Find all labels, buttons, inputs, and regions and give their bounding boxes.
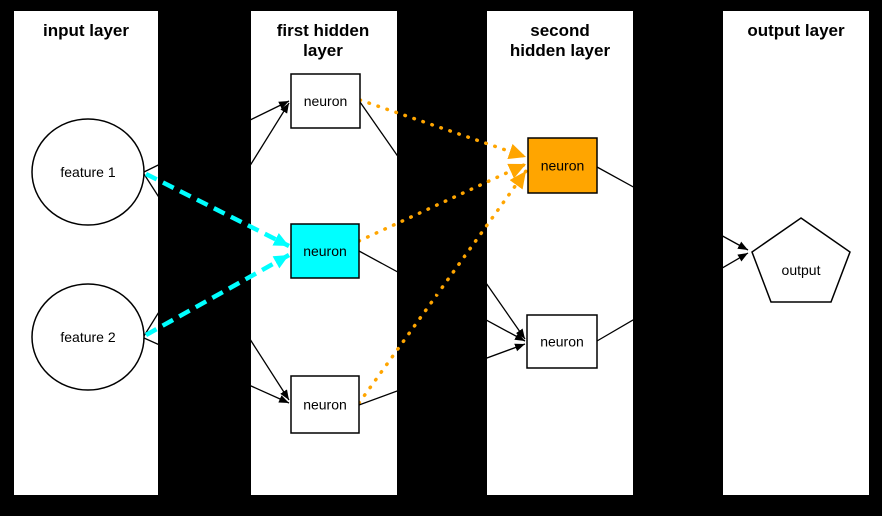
node-h1-neuron-mid [290, 223, 360, 279]
edge-h1-neuron-mid-to-h2-neuron-top [357, 162, 528, 243]
node-label: feature 2 [60, 329, 115, 345]
node-h2-neuron-bottom [526, 314, 598, 369]
node-feature2 [31, 283, 145, 391]
edge-h2-neuron-bottom-to-output-node [596, 252, 749, 342]
node-label: neuron [304, 93, 348, 109]
node-output-node [751, 217, 851, 303]
panel-title: output layer [747, 21, 845, 40]
node-label: neuron [541, 158, 585, 174]
panel-title: hidden layer [510, 41, 611, 60]
edge-h2-neuron-top-to-output-node [596, 166, 749, 251]
panel-hidden2-layer [487, 11, 633, 495]
edge-feature2-to-h1-neuron-top [143, 102, 290, 337]
node-h1-neuron-top [290, 73, 361, 129]
edge-h1-neuron-top-to-h2-neuron-top [358, 98, 528, 160]
node-label: feature 1 [60, 164, 115, 180]
edge-feature2-to-h1-neuron-bottom [143, 337, 290, 404]
panel-title: second [530, 21, 590, 40]
edge-feature1-to-h1-neuron-top [143, 100, 290, 173]
panel-title: first hidden [277, 21, 370, 40]
panel-title: layer [303, 41, 343, 60]
node-feature1 [31, 118, 145, 226]
edge-feature1-to-h1-neuron-bottom [143, 173, 290, 401]
edge-feature1-to-h1-neuron-mid [144, 171, 291, 249]
edge-h1-neuron-bottom-to-h2-neuron-bottom [358, 343, 526, 406]
node-label: neuron [540, 334, 584, 350]
node-label: output [782, 262, 821, 278]
edge-h1-neuron-mid-to-h2-neuron-bottom [358, 250, 526, 342]
edge-h1-neuron-bottom-to-h2-neuron-top [357, 169, 528, 405]
panel-input-layer [14, 11, 158, 495]
node-label: neuron [303, 397, 347, 413]
panel-title: input layer [43, 21, 129, 40]
edge-h1-neuron-top-to-h2-neuron-bottom [359, 101, 526, 340]
node-h2-neuron-top [527, 137, 598, 194]
node-label: neuron [303, 243, 347, 259]
edge-feature2-to-h1-neuron-mid [144, 253, 291, 337]
node-h1-neuron-bottom [290, 375, 360, 434]
